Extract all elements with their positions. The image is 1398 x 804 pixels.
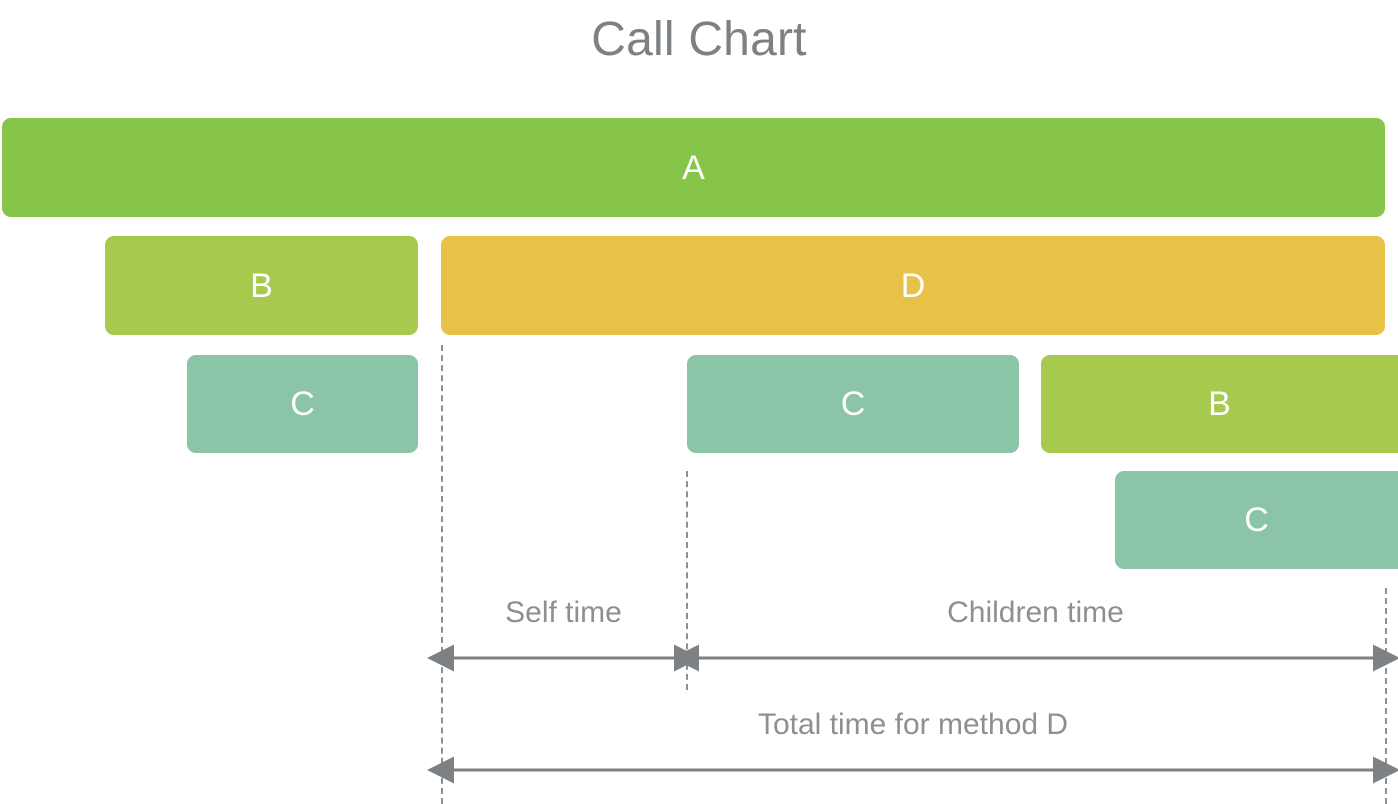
children-time-label: Children time xyxy=(947,596,1124,629)
page-title: Call Chart xyxy=(591,13,807,66)
bar-label: C xyxy=(290,385,315,423)
bar-label: C xyxy=(1244,501,1269,539)
guide-line-self-time-end xyxy=(686,471,688,690)
call-bar-c-2[interactable]: C xyxy=(687,355,1019,453)
call-bar-c-3[interactable]: C xyxy=(1115,471,1398,569)
bar-label: D xyxy=(900,266,926,305)
bar-label: B xyxy=(250,266,273,305)
call-bar-b-1[interactable]: B xyxy=(105,236,418,335)
call-bar-a-root[interactable]: A xyxy=(2,118,1385,217)
bar-label: A xyxy=(682,148,705,187)
bar-label: B xyxy=(1208,385,1231,423)
guide-line-self-time-start xyxy=(441,345,443,804)
self-time-label: Self time xyxy=(505,596,622,629)
total-time-arrow xyxy=(427,756,1398,784)
total-time-label: Total time for method D xyxy=(757,708,1069,741)
call-bar-b-2[interactable]: B xyxy=(1041,355,1398,453)
call-bar-c-1[interactable]: C xyxy=(187,355,418,453)
children-time-arrow xyxy=(672,644,1398,672)
call-bar-d[interactable]: D xyxy=(441,236,1385,335)
bar-label: C xyxy=(840,385,866,423)
guide-line-total-time-end xyxy=(1385,588,1387,804)
self-time-arrow xyxy=(427,644,701,672)
